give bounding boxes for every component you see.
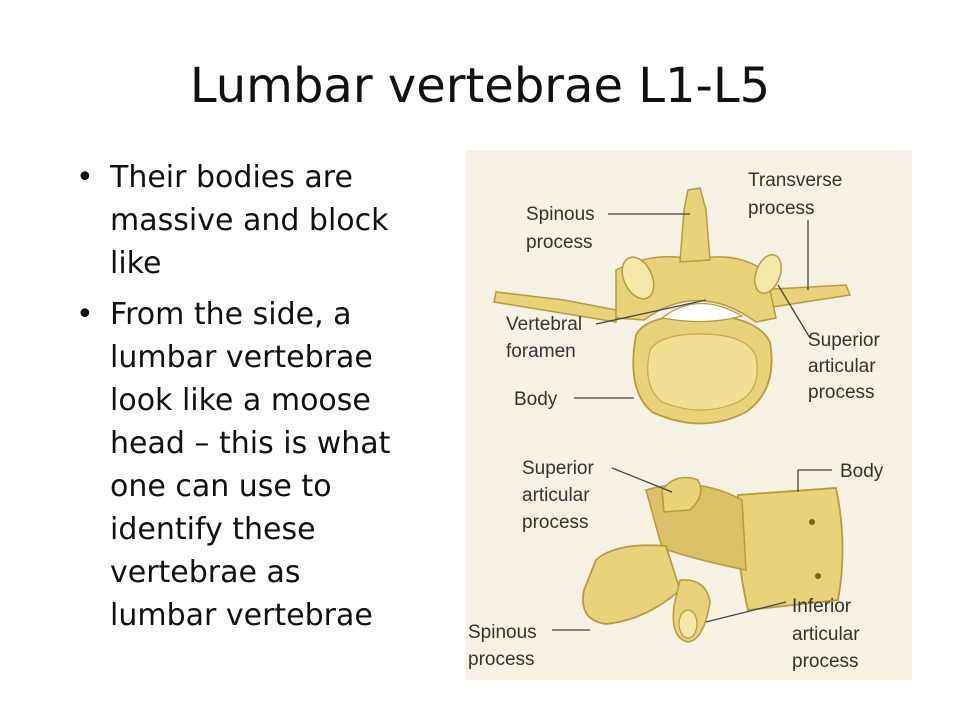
label-body-side: Body (840, 461, 884, 482)
label-inferior-articular-process-side: Inferior articular process (792, 596, 865, 672)
left-transverse-process (493, 291, 617, 323)
bullet-item: • From the side, a lumbar vertebrae look … (72, 293, 402, 637)
vertebral-arch (615, 255, 777, 323)
inferior-facet (678, 609, 698, 639)
label-superior-articular-process-side: Superior articular process (522, 458, 599, 533)
label-superior-articular-process-top: Superior articular process (808, 330, 885, 403)
bullet-dot-icon: • (76, 160, 94, 195)
bullet-dot-icon: • (76, 297, 94, 332)
vertebral-foramen-opening (660, 302, 744, 323)
cancellous-bone (647, 333, 758, 411)
label-vertebral-foramen: Vertebral foramen (506, 314, 587, 362)
superior-articular-side (661, 476, 702, 513)
bullet-text: Their bodies are massive and block like (110, 160, 389, 281)
vertebral-body-side (736, 487, 844, 611)
bullet-item: • Their bodies are massive and block like (72, 156, 402, 285)
right-articular-facet (754, 254, 782, 294)
vertebra-lateral-view (582, 476, 844, 643)
bullet-text: From the side, a lumbar vertebrae look l… (110, 297, 391, 633)
left-articular-facet (621, 256, 655, 300)
side-leader-lines (552, 467, 832, 631)
label-transverse-process: Transverse process (748, 170, 848, 219)
label-body-top: Body (514, 389, 558, 410)
bullet-list: • Their bodies are massive and block like… (72, 156, 402, 645)
vertebra-superior-view (493, 187, 852, 425)
spinous-process-side (582, 544, 682, 625)
lumbar-vertebra-illustration: Transverse process Spinous process Verte… (466, 150, 912, 680)
spinous-process-top (679, 187, 711, 263)
slide-title: Lumbar vertebrae L1-L5 (189, 58, 771, 114)
label-spinous-process-top: Spinous process (526, 204, 600, 253)
top-leader-lines (574, 213, 811, 399)
label-spinous-process-side: Spinous process (468, 622, 542, 670)
